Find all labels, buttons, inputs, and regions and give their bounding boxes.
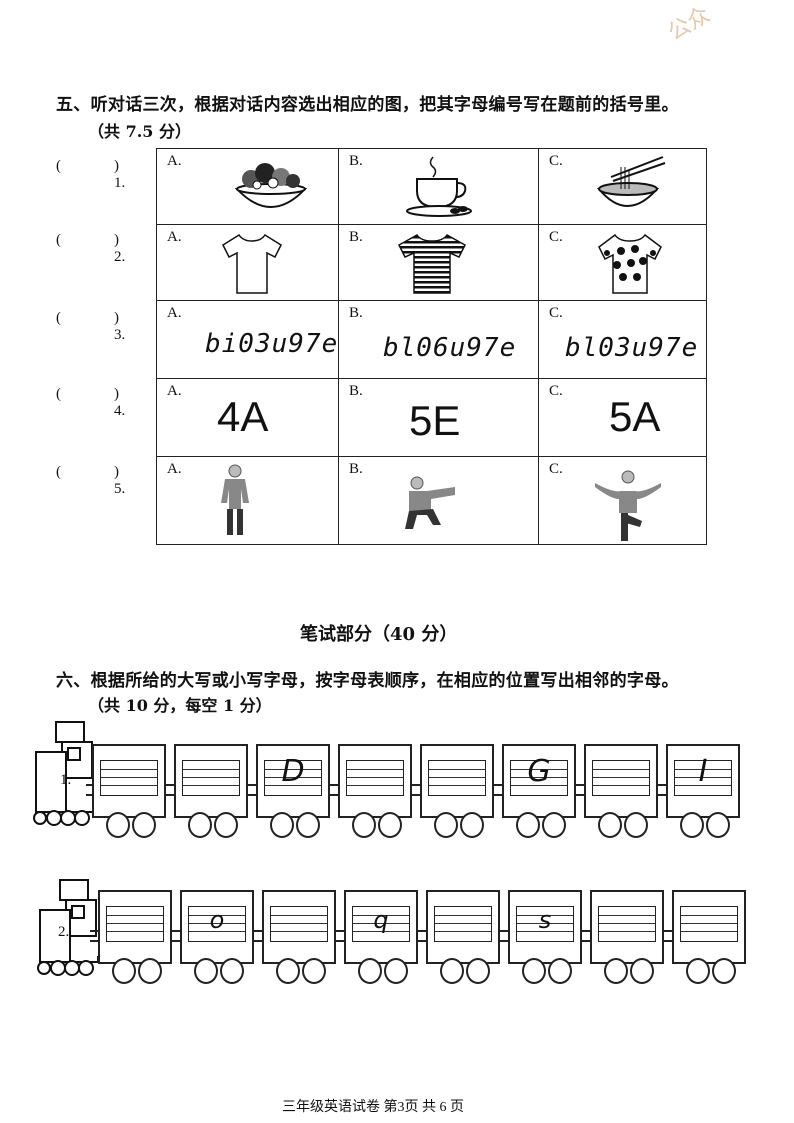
- striped-tshirt-icon: [398, 234, 466, 294]
- noodle-bowl-icon: [596, 156, 666, 207]
- train-2-car-8[interactable]: [672, 890, 746, 964]
- train-2-car-7[interactable]: [590, 890, 664, 964]
- option-4c: C. 5A: [538, 378, 707, 457]
- locomotive-icon: [37, 879, 98, 976]
- option-1c: C.: [538, 148, 707, 225]
- train-1-car-7[interactable]: [584, 744, 658, 818]
- option-4b-text: 5E: [409, 397, 461, 444]
- option-3a-text: bi03u97e: [205, 329, 339, 359]
- locomotive-icon: [33, 721, 94, 826]
- watermark: 公众: [663, 2, 715, 46]
- page-footer: 三年级英语试卷 第3页 共 6 页: [282, 1100, 464, 1115]
- answer-bracket-5[interactable]: () 5.: [56, 464, 126, 497]
- section5-note: （共 7.5 分）: [88, 122, 191, 141]
- option-1b: B.: [338, 148, 539, 225]
- option-4a: A. 4A: [156, 378, 339, 457]
- option-3c-text: bl03u97e: [565, 333, 699, 363]
- train-2-car-3[interactable]: [262, 890, 336, 964]
- answer-bracket-2[interactable]: () 2.: [56, 232, 126, 265]
- train-2-car-6: s: [508, 890, 582, 964]
- answer-bracket-4[interactable]: () 4.: [56, 386, 126, 419]
- train-2-car-4: q: [344, 890, 418, 964]
- option-5b: B.: [338, 456, 539, 545]
- train-1-car-4[interactable]: [338, 744, 412, 818]
- option-2c: C.: [538, 224, 707, 301]
- choice-table: A. B. C.: [156, 148, 707, 545]
- train-1-car-8: I: [666, 744, 740, 818]
- train-1-label: 1.: [60, 772, 72, 788]
- plain-tshirt-icon: [222, 233, 282, 294]
- person-squat-icon: [405, 476, 455, 529]
- written-section-header: 笔试部分（40 分）: [300, 624, 458, 645]
- train-1-car-2[interactable]: [174, 744, 248, 818]
- option-3b: B. bl06u97e: [338, 300, 539, 379]
- option-2b: B.: [338, 224, 539, 301]
- option-3a: A. bi03u97e: [156, 300, 339, 379]
- person-standing-icon: [221, 464, 249, 535]
- train-1-car-5[interactable]: [420, 744, 494, 818]
- train-2-car-5[interactable]: [426, 890, 500, 964]
- option-5a: A.: [156, 456, 339, 545]
- option-4a-text: 4A: [217, 393, 269, 440]
- option-4b: B. 5E: [338, 378, 539, 457]
- section6-title: 六、根据所给的大写或小写字母，按字母表顺序，在相应的位置写出相邻的字母。: [56, 671, 679, 691]
- train-2-car-1[interactable]: [98, 890, 172, 964]
- train-1-car-3: D: [256, 744, 330, 818]
- train-2-label: 2.: [58, 924, 70, 940]
- train-2-car-2: o: [180, 890, 254, 964]
- option-2a: A.: [156, 224, 339, 301]
- answer-bracket-1[interactable]: () 1.: [56, 158, 126, 191]
- coffee-cup-icon: [406, 156, 472, 217]
- option-1a: A.: [156, 148, 339, 225]
- answer-bracket-3[interactable]: () 3.: [56, 310, 126, 343]
- option-3b-text: bl06u97e: [383, 333, 517, 363]
- train-1-car-6: G: [502, 744, 576, 818]
- dotted-tshirt-icon: [598, 233, 662, 294]
- train-1-car-1[interactable]: [92, 744, 166, 818]
- option-5c: C.: [538, 456, 707, 545]
- option-3c: C. bl03u97e: [538, 300, 707, 379]
- section5-title: 五、听对话三次，根据对话内容选出相应的图，把其字母编号写在题前的括号里。: [56, 95, 679, 115]
- section6-note: （共 10 分，每空 1 分）: [88, 696, 272, 715]
- person-balance-icon: [595, 470, 661, 541]
- option-4c-text: 5A: [609, 393, 661, 440]
- salad-bowl-icon: [234, 163, 308, 208]
